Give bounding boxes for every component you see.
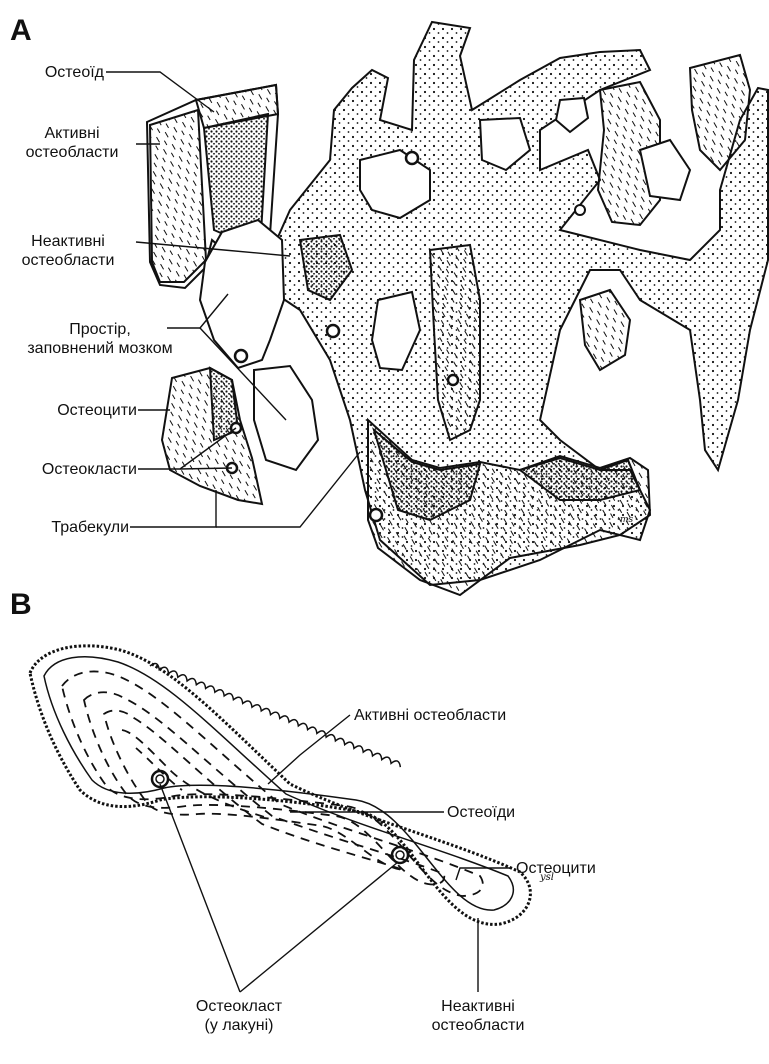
label-osteoclast-b: Остеокласт (у лакуні) [164,997,314,1035]
label-active-osteoblasts: Активні остеобласти [6,124,138,162]
panel-b-leader-lines [160,715,512,992]
label-marrow-space: Простір, заповнений мозком [2,320,198,358]
panel-b-letter: B [10,590,32,620]
panel-b-illustration: ysl [30,646,554,925]
label-active-osteoblasts-line2: остеобласти [6,143,138,162]
label-osteoid: Остеоїд [45,63,104,82]
label-trabeculae: Трабекули [51,518,129,537]
label-marrow-space-line2: заповнений мозком [2,339,198,358]
label-osteocytes-a: Остеоцити [57,401,137,420]
label-inactive-osteoblasts-b-line1: Неактивні [410,997,546,1016]
svg-text:ms: ms [620,515,634,525]
label-osteoclast-b-line1: Остеокласт [164,997,314,1016]
label-active-osteoblasts-b: Активні остеобласти [354,706,506,725]
panel-a-illustration: ms [147,22,768,595]
label-inactive-osteoblasts: Неактивні остеобласти [2,232,134,270]
label-inactive-osteoblasts-b: Неактивні остеобласти [410,997,546,1035]
label-osteoclasts-a: Остеокласти [42,460,137,479]
label-inactive-osteoblasts-line2: остеобласти [2,251,134,270]
label-inactive-osteoblasts-line1: Неактивні [2,232,134,251]
label-inactive-osteoblasts-b-line2: остеобласти [410,1016,546,1035]
panel-a-letter: A [10,16,32,46]
label-osteoclast-b-line2: (у лакуні) [164,1016,314,1035]
label-active-osteoblasts-line1: Активні [6,124,138,143]
label-osteoids-b: Остеоїди [447,803,515,822]
label-osteocytes-b: Остеоцити [516,859,596,878]
label-marrow-space-line1: Простір, [2,320,198,339]
